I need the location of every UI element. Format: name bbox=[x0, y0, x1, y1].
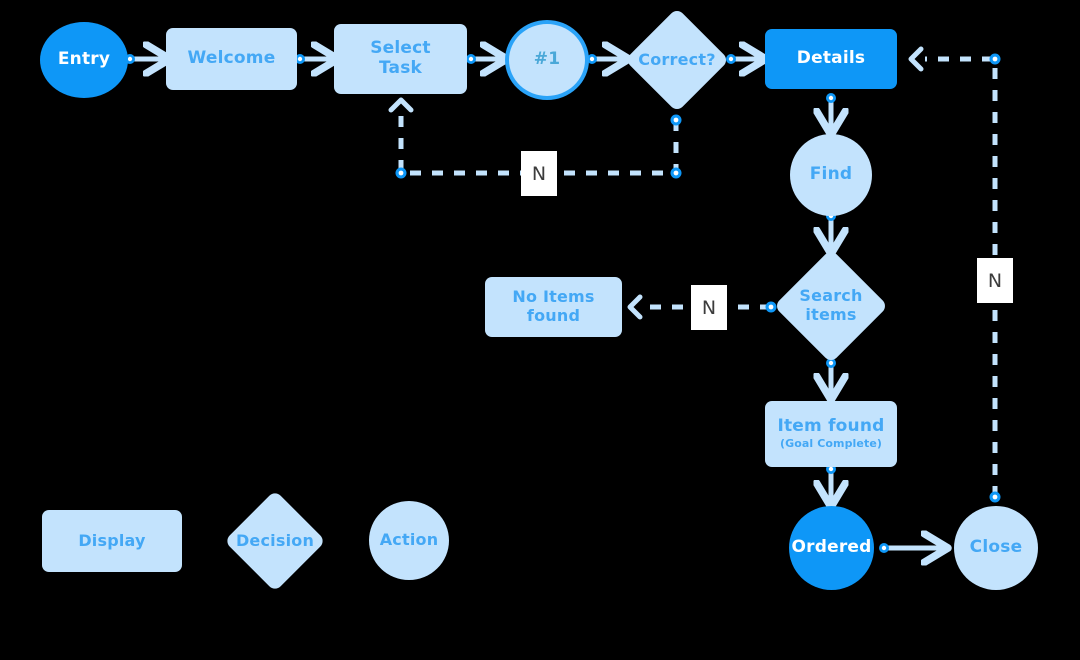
node-search-items[interactable]: Search items bbox=[771, 248, 891, 364]
edge-item-found-to-ordered bbox=[826, 464, 836, 503]
edge-find-to-search-items bbox=[826, 211, 836, 250]
node-step-one[interactable]: #1 bbox=[505, 20, 589, 100]
legend-item-decision-label: Decision bbox=[235, 530, 315, 550]
node-correct-label: Correct? bbox=[638, 49, 716, 69]
node-entry-label: Entry bbox=[57, 49, 111, 70]
node-ordered-label: Ordered bbox=[791, 537, 872, 558]
edge-label-details-no: N bbox=[977, 258, 1013, 303]
edge-search-items-to-item-found bbox=[826, 358, 836, 396]
edge-label-correct-no: N bbox=[521, 151, 557, 196]
node-no-items-found-label: No Items found bbox=[512, 287, 595, 325]
node-step-one-label: #1 bbox=[533, 49, 561, 70]
edge-close-no-to-details bbox=[908, 46, 1001, 503]
edge-step-one-to-correct bbox=[587, 54, 625, 64]
edge-correct-no-to-select-task bbox=[388, 97, 682, 179]
node-item-found-label: Item found bbox=[777, 416, 885, 437]
node-welcome[interactable]: Welcome bbox=[166, 28, 297, 90]
legend-item-display-label: Display bbox=[78, 530, 146, 550]
node-close[interactable]: Close bbox=[954, 506, 1038, 590]
edge-welcome-to-select-task bbox=[295, 54, 334, 64]
node-find[interactable]: Find bbox=[790, 134, 872, 216]
legend-item-action: Action bbox=[369, 501, 449, 580]
node-details[interactable]: Details bbox=[765, 29, 897, 89]
edge-details-to-find bbox=[826, 93, 836, 131]
edge-label-correct-no-text: N bbox=[531, 162, 547, 185]
node-item-found[interactable]: Item found (Goal Complete) bbox=[765, 401, 897, 467]
node-no-items-found[interactable]: No Items found bbox=[485, 277, 622, 337]
node-find-label: Find bbox=[809, 164, 853, 185]
node-close-label: Close bbox=[969, 537, 1023, 558]
node-select-task[interactable]: Select Task bbox=[334, 24, 467, 94]
node-item-found-sublabel: (Goal Complete) bbox=[779, 436, 883, 450]
node-welcome-label: Welcome bbox=[187, 48, 276, 69]
edge-label-details-no-text: N bbox=[987, 269, 1003, 292]
node-entry[interactable]: Entry bbox=[40, 22, 128, 98]
edge-correct-to-details bbox=[726, 54, 762, 64]
legend-item-action-label: Action bbox=[379, 530, 439, 550]
node-details-label: Details bbox=[796, 48, 866, 69]
edge-label-search-no: N bbox=[691, 285, 727, 330]
edge-select-task-to-step-one bbox=[466, 54, 503, 64]
node-search-items-label: Search items bbox=[799, 286, 863, 324]
edge-label-search-no-text: N bbox=[701, 296, 717, 319]
edge-entry-to-welcome bbox=[125, 54, 166, 64]
legend-item-display: Display bbox=[42, 510, 182, 572]
legend-item-decision: Decision bbox=[222, 490, 328, 592]
node-correct[interactable]: Correct? bbox=[623, 7, 731, 113]
node-ordered[interactable]: Ordered bbox=[789, 506, 874, 590]
edge-ordered-to-close bbox=[879, 543, 944, 553]
node-select-task-label: Select Task bbox=[370, 38, 431, 78]
edge-search-no-to-no-items bbox=[627, 294, 777, 320]
